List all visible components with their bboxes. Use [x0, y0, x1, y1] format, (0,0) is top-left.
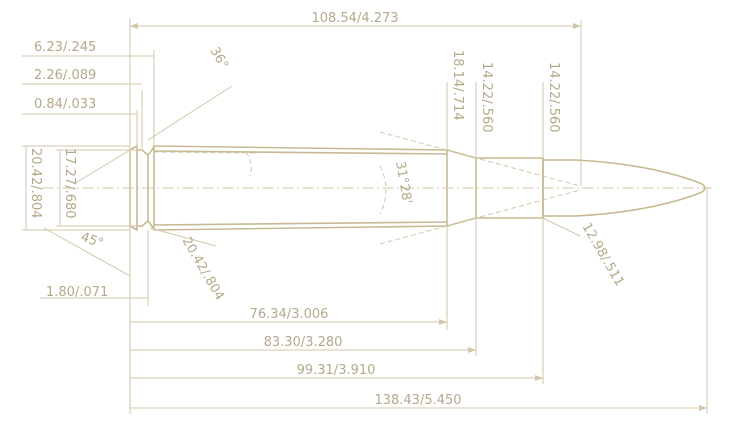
- neck-diameter-base-label: 14.22/.560: [479, 62, 494, 133]
- shoulder-angle-label: 31°28': [392, 160, 414, 205]
- body-length-label: 76.34/3.006: [250, 307, 329, 322]
- case-body-inner-line: [153, 150, 448, 226]
- neck-length-label: 99.31/3.910: [297, 363, 376, 378]
- shoulder-length-label: 83.30/3.280: [264, 335, 343, 350]
- construction-lines: [43, 85, 581, 277]
- extension-lines: [129, 18, 708, 414]
- left-extension-lines: [22, 145, 137, 231]
- groove-diameter-label: 17.27/.680: [62, 148, 77, 219]
- bullet-diameter-label: 12.98/.511: [579, 221, 627, 290]
- overall-length-label: 108.54/4.273: [311, 11, 398, 26]
- shoulder-angle-top-label: 36°: [207, 45, 232, 72]
- cartridge-outline: [129, 144, 706, 232]
- base-diameter-label: 20.42/.804: [179, 235, 227, 304]
- rim-thickness-label: 6.23/.245: [34, 40, 96, 55]
- extractor-groove-label: 2.26/.089: [34, 68, 96, 83]
- neck-diameter-mouth-label: 14.22/.560: [546, 62, 561, 133]
- groove-depth-label: 0.84/.033: [34, 97, 96, 112]
- dimension-lines: [22, 23, 707, 411]
- rim-diameter-label: 20.42/.804: [28, 148, 43, 219]
- rim-offset-label: 1.80/.071: [46, 285, 108, 300]
- cartridge-length-label: 138.43/5.450: [374, 393, 461, 408]
- case-body-outline: [153, 145, 477, 231]
- groove-angle-label: 45°: [79, 230, 106, 252]
- shoulder-diameter-label: 18.14/.714: [450, 50, 465, 121]
